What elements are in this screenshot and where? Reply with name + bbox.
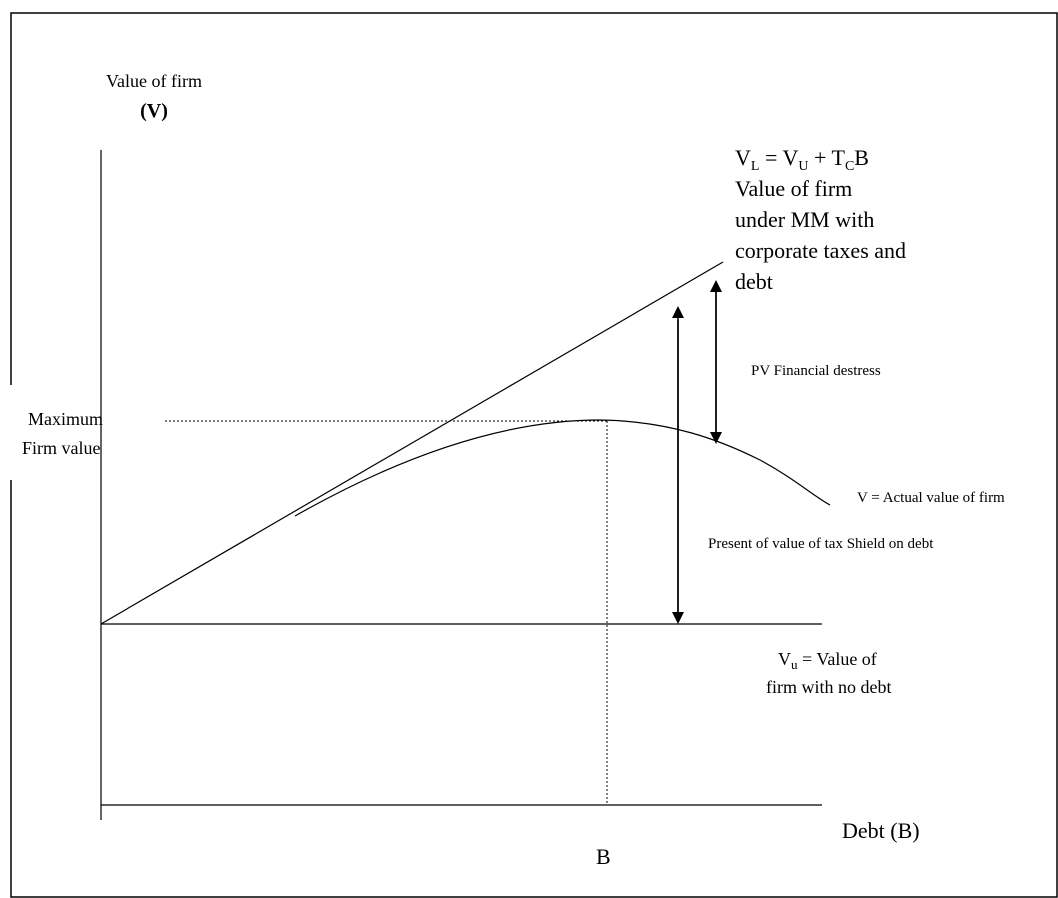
actual-value-label: V = Actual value of firm [857,490,1005,506]
vl-line [100,261,724,625]
frame-gap [5,385,19,480]
vu-label-line1: Vu = Value of [778,649,877,672]
vl-equation: VL = VU + TCB [735,145,869,174]
vl-description-line2: under MM with [735,207,874,232]
y-axis-label-line1: Value of firm [106,71,202,91]
actual-value-curve [294,419,831,517]
optimal-debt-marker: B [596,844,611,869]
frame-border [10,12,1058,898]
x-axis-label: Debt (B) [842,818,920,843]
distress-label: PV Financial destress [751,363,881,379]
vl-description-line3: corporate taxes and [735,238,906,263]
vl-description-line1: Value of firm [735,176,852,201]
max-value-label-line2: Firm value [22,438,101,458]
vu-label-line2: firm with no debt [766,677,891,697]
max-value-label-line1: Maximum [28,409,103,429]
tax-shield-label: Present of value of tax Shield on debt [708,536,934,552]
y-axis-label-line2: (V) [140,100,168,122]
vl-description-line4: debt [735,269,773,294]
